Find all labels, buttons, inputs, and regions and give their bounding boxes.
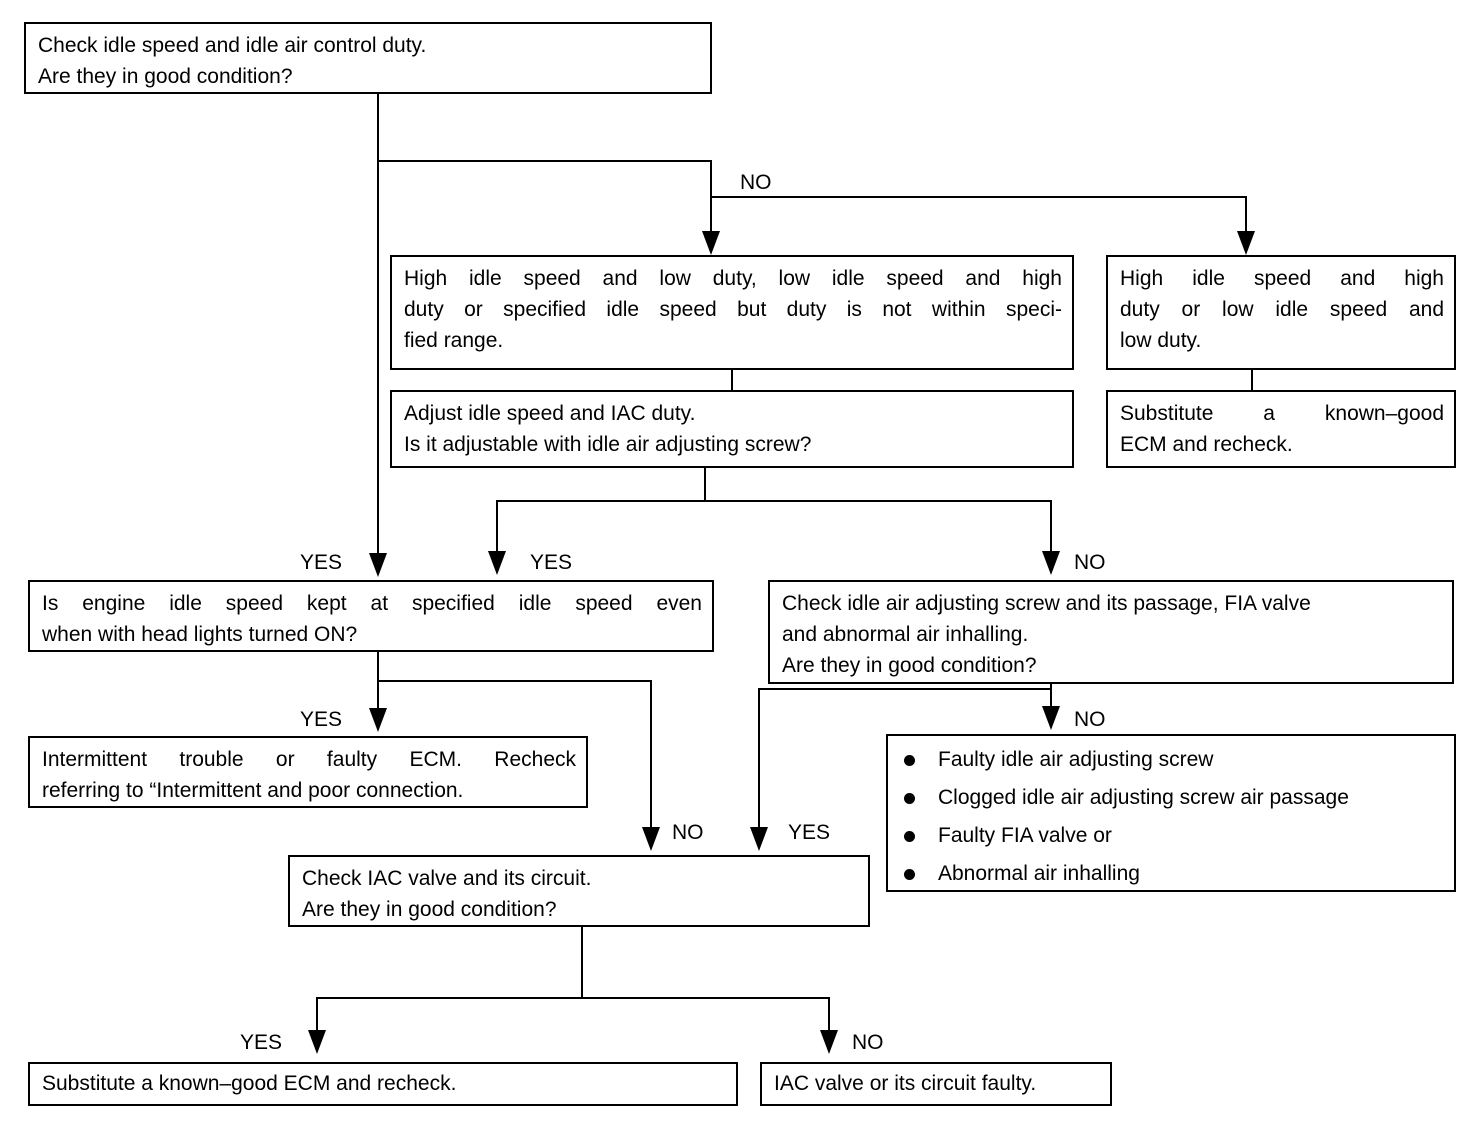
edge-to-mismatch [710, 196, 712, 232]
node-line: low duty. [1120, 329, 1202, 352]
bullet-icon [904, 869, 915, 880]
node-line: Intermittent trouble or faulty ECM. Rech… [42, 748, 576, 771]
node-mismatch-duty: High idle speed and low duty, low idle s… [390, 255, 1074, 370]
edge-start-down [377, 94, 379, 162]
node-line: fied range. [404, 329, 504, 352]
bullet-icon [904, 793, 915, 804]
node-headlights-check: Is engine idle speed kept at specified i… [28, 580, 714, 652]
edge-screw-down [1050, 684, 1052, 716]
node-line: Check idle speed and idle air control du… [38, 34, 427, 57]
list-item: Faulty idle air adjusting screw [888, 741, 1454, 779]
arrowhead-screw-no [1042, 706, 1060, 730]
node-intermittent-trouble: Intermittent trouble or faulty ECM. Rech… [28, 736, 588, 808]
node-line: Check IAC valve and its circuit. [302, 867, 592, 890]
edge-iac-no-down [828, 997, 830, 1031]
edge-label-headlights-yes: YES [300, 708, 343, 731]
edge-iac-split [316, 997, 828, 999]
bullet-icon [904, 831, 915, 842]
faults-list: Faulty idle air adjusting screw Clogged … [888, 741, 1454, 893]
node-line: High idle speed and high [1120, 267, 1444, 290]
node-line: Adjust idle speed and IAC duty. [404, 402, 696, 425]
edge-label-headlights-no: NO [672, 821, 704, 844]
arrowhead-iac-yes [308, 1030, 326, 1054]
list-item-label: Clogged idle air adjusting screw air pas… [938, 786, 1349, 809]
arrowhead-to-high-high [1237, 231, 1255, 255]
edge-iac-down [581, 927, 583, 999]
edge-no-down [710, 160, 712, 198]
node-start-check: Check idle speed and idle air control du… [24, 22, 712, 94]
node-line: ECM and recheck. [1120, 433, 1293, 456]
edge-highhigh-to-substitute [1251, 370, 1253, 392]
arrowhead-headlights-no [642, 827, 660, 851]
arrowhead-iac-no [820, 1030, 838, 1054]
edge-start-right [377, 160, 712, 162]
node-iac-faulty: IAC valve or its circuit faulty. [760, 1062, 1112, 1106]
node-line: duty or specified idle speed but duty is… [404, 298, 1062, 321]
list-item: Clogged idle air adjusting screw air pas… [888, 779, 1454, 817]
edge-screw-split [758, 688, 1052, 690]
edge-label-screw-no: NO [1074, 551, 1106, 574]
edge-label-iac-yes: YES [240, 1031, 283, 1054]
node-line: Are they in good condition? [38, 65, 293, 88]
edge-to-high-high [1245, 196, 1247, 232]
edge-adjust-yes-down [496, 500, 498, 552]
edge-headlights-no-down [650, 680, 652, 828]
edge-label-iac-no: NO [852, 1031, 884, 1054]
edge-mismatch-to-adjust [731, 370, 733, 392]
arrowhead-to-mismatch [702, 231, 720, 255]
edge-label-screw-yes: YES [788, 821, 831, 844]
list-item-label: Faulty FIA valve or [938, 824, 1112, 847]
node-line: when with head lights turned ON? [42, 623, 358, 646]
arrowhead-adjust-no [1042, 551, 1060, 575]
edge-adjust-split [496, 500, 1052, 502]
node-line: Check idle air adjusting screw and its p… [782, 592, 1311, 615]
list-item-label: Faulty idle air adjusting screw [938, 748, 1214, 771]
node-line: referring to “Intermittent and poor conn… [42, 779, 464, 802]
edge-adjust-no-down [1050, 500, 1052, 552]
node-line: duty or low idle speed and [1120, 298, 1444, 321]
edge-label-start-no: NO [740, 171, 772, 194]
node-line: Are they in good condition? [302, 898, 557, 921]
edge-headlights-down [377, 652, 379, 682]
arrowhead-start-yes [369, 553, 387, 577]
node-adjust-idle: Adjust idle speed and IAC duty. Is it ad… [390, 390, 1074, 468]
edge-no-right [710, 196, 1247, 198]
node-line: Substitute a known–good [1120, 402, 1444, 425]
node-line: Is it adjustable with idle air adjusting… [404, 433, 812, 456]
node-line: Is engine idle speed kept at specified i… [42, 592, 702, 615]
list-item: Abnormal air inhalling [888, 855, 1454, 893]
node-line: High idle speed and low duty, low idle s… [404, 267, 1062, 290]
edge-label-screw-fault-no: NO [1074, 708, 1106, 731]
arrowhead-headlights-yes [369, 708, 387, 732]
list-item-label: Abnormal air inhalling [938, 862, 1140, 885]
edge-label-adjust-yes: YES [530, 551, 573, 574]
list-item: Faulty FIA valve or [888, 817, 1454, 855]
node-check-screw-passage: Check idle air adjusting screw and its p… [768, 580, 1454, 684]
edge-adjust-down [704, 468, 706, 502]
node-high-idle-high-duty: High idle speed and high duty or low idl… [1106, 255, 1456, 370]
edge-headlights-split [377, 680, 652, 682]
node-line: Substitute a known–good ECM and recheck. [42, 1072, 457, 1095]
arrowhead-screw-yes [750, 827, 768, 851]
node-substitute-ecm-bottom: Substitute a known–good ECM and recheck. [28, 1062, 738, 1106]
node-line: IAC valve or its circuit faulty. [774, 1072, 1037, 1095]
node-faults-list: Faulty idle air adjusting screw Clogged … [886, 734, 1456, 892]
edge-start-yes-down [377, 160, 379, 554]
edge-screw-yes-down [758, 688, 760, 828]
edge-iac-yes-down [316, 997, 318, 1031]
node-check-iac-valve: Check IAC valve and its circuit. Are the… [288, 855, 870, 927]
node-line: Are they in good condition? [782, 654, 1037, 677]
arrowhead-adjust-yes [488, 551, 506, 575]
bullet-icon [904, 755, 915, 766]
node-line: and abnormal air inhalling. [782, 623, 1029, 646]
edge-label-start-yes: YES [300, 551, 343, 574]
node-substitute-ecm-right: Substitute a known–good ECM and recheck. [1106, 390, 1456, 468]
edge-headlights-yes-down [377, 680, 379, 710]
